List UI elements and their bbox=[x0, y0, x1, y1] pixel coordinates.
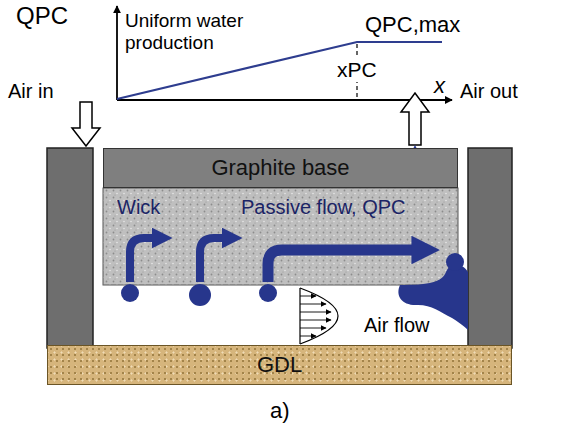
text-label: a) bbox=[270, 398, 290, 423]
channel-wall bbox=[47, 148, 93, 348]
text-label: Air out bbox=[460, 80, 518, 103]
x-axis bbox=[117, 99, 452, 101]
text-label: Uniform water production bbox=[125, 10, 265, 54]
wick-flow-arrows bbox=[130, 238, 420, 282]
y-axis bbox=[116, 6, 118, 100]
node-text: GDL bbox=[257, 352, 302, 378]
text-label: QPC bbox=[16, 2, 68, 30]
velocity-profile bbox=[300, 288, 338, 344]
wick-body bbox=[103, 188, 458, 285]
node-text: Graphite base bbox=[211, 155, 349, 181]
text-label: Air in bbox=[8, 80, 54, 103]
air-in-arrow bbox=[72, 102, 100, 146]
air-out-arrow bbox=[401, 93, 429, 145]
text-label: xPC bbox=[335, 58, 379, 82]
wick-region: Wick Passive flow, QPC bbox=[103, 188, 458, 285]
node-text: Wick bbox=[117, 196, 160, 219]
text-label: QPC,max bbox=[365, 12, 460, 37]
channel-wall bbox=[468, 148, 512, 348]
text-label: Air flow bbox=[362, 314, 432, 337]
layer-box: Graphite base bbox=[103, 148, 458, 188]
node-text: Passive flow, QPC bbox=[241, 196, 406, 219]
text-label: x bbox=[434, 73, 445, 98]
layer-box: GDL bbox=[47, 345, 512, 385]
